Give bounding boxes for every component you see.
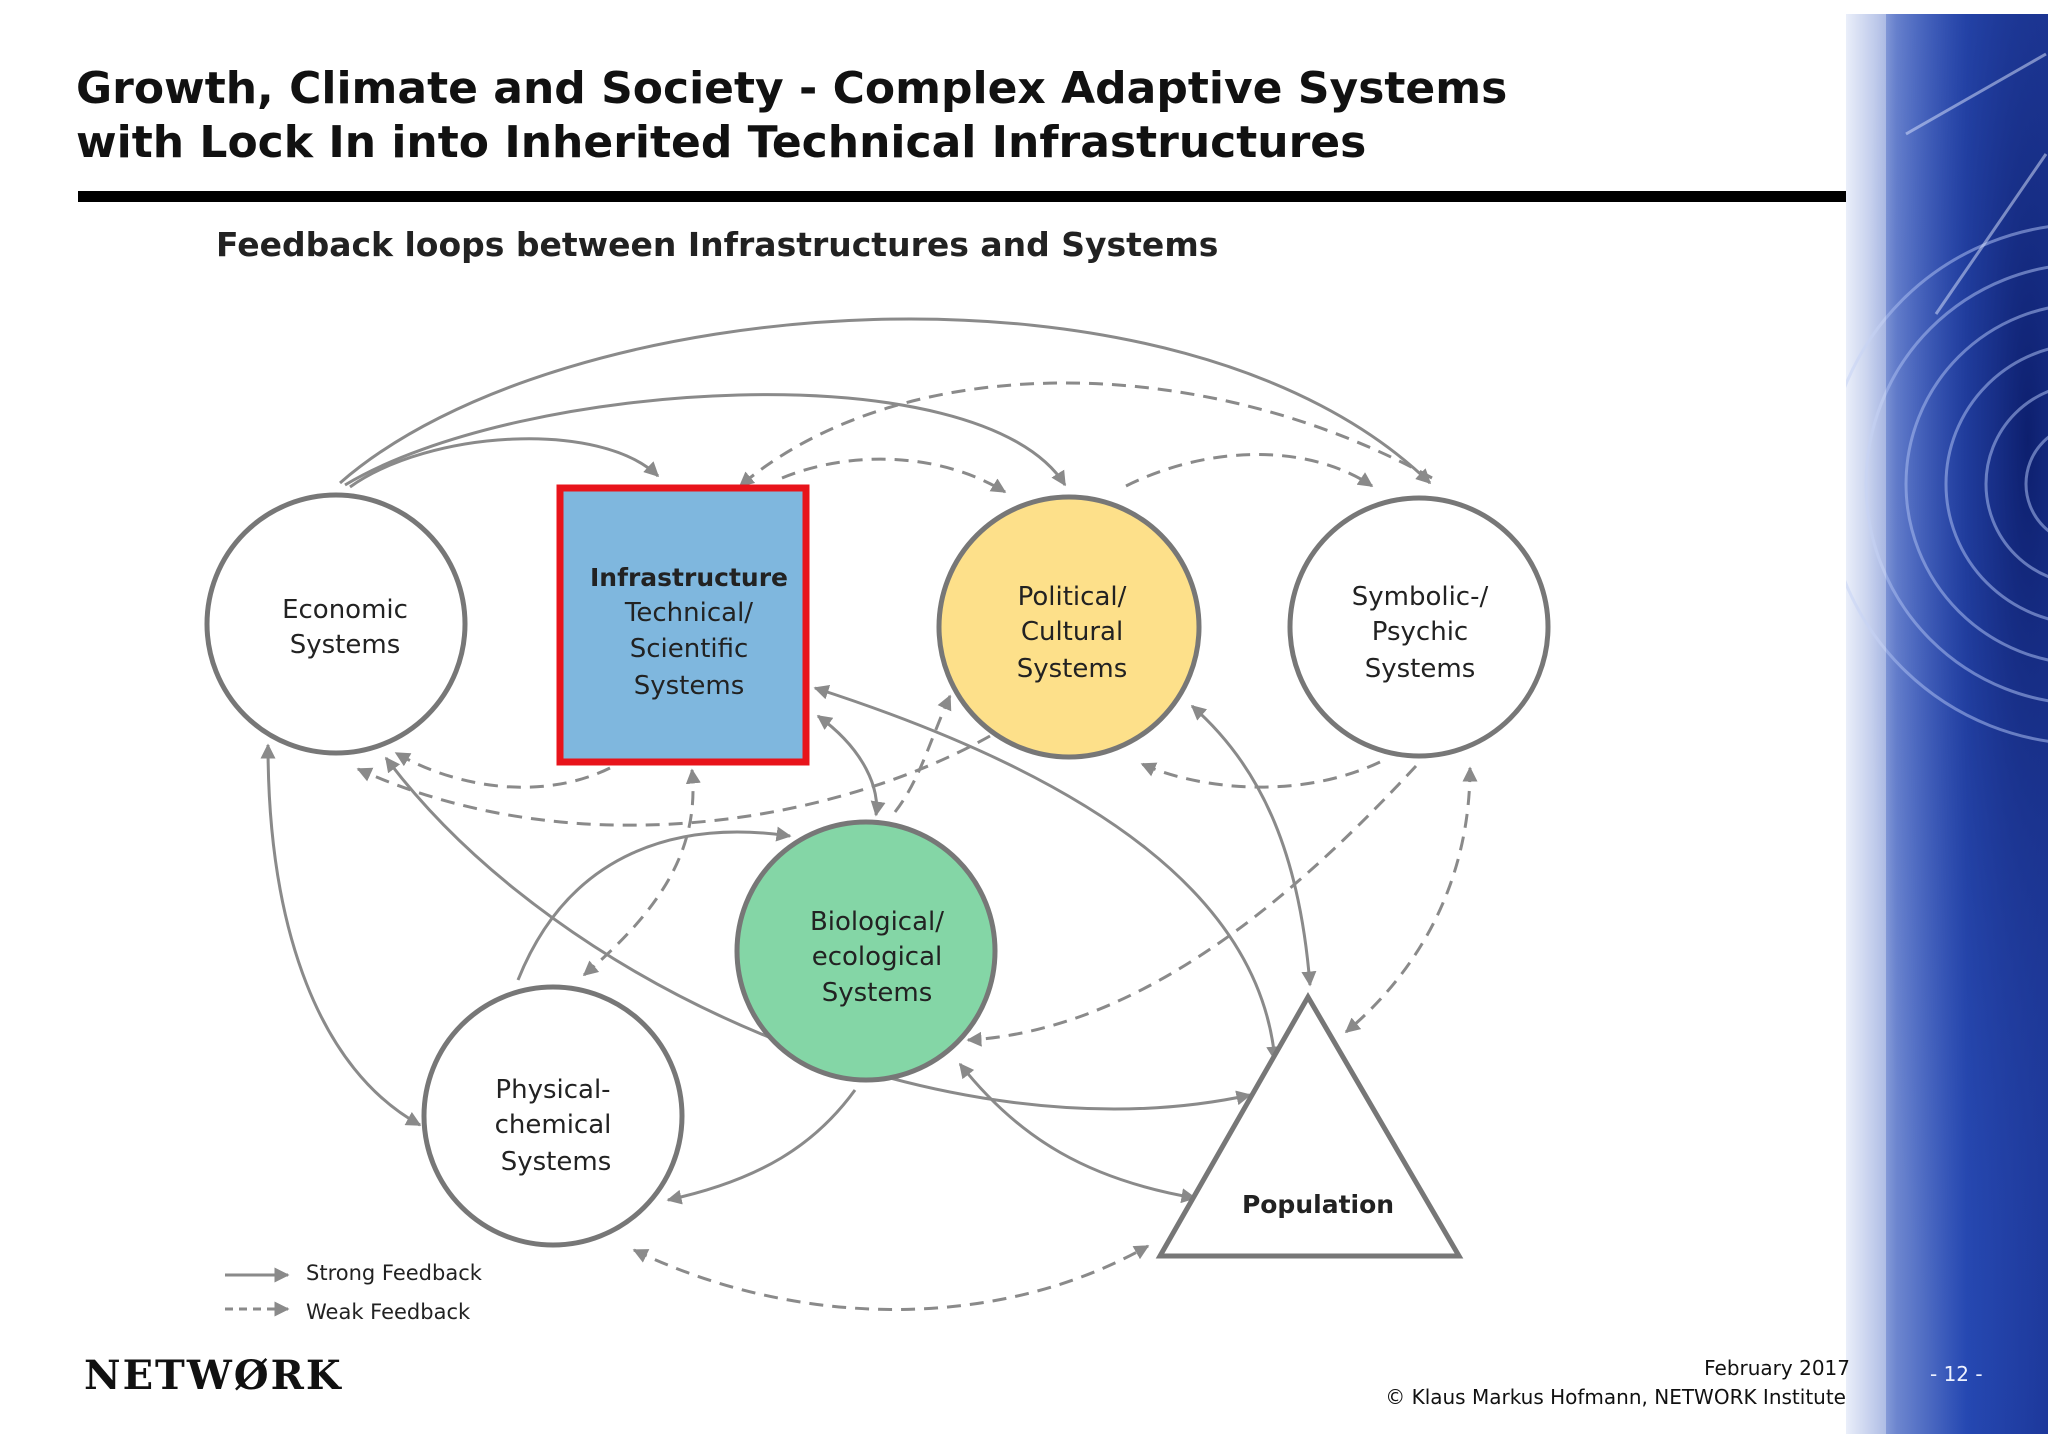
node-symbolic-line2: Psychic [1372, 617, 1468, 647]
node-symbolic-line3: Systems [1365, 654, 1476, 684]
node-political-line2: Cultural [1021, 617, 1123, 647]
legend-strong-label: Strong Feedback [306, 1261, 483, 1285]
node-population-label: Population [1242, 1190, 1394, 1219]
weak-arrow-infrastructure-to-political [781, 457, 1007, 494]
node-infrastructure-line4: Systems [634, 671, 745, 701]
node-infrastructure-line1: Infrastructure [590, 563, 788, 592]
footer-date: February 2017 [1704, 1356, 1850, 1380]
weak-arrow-symbolic-population [1344, 766, 1478, 1034]
weak-arrow-physical-to-infrastructure [582, 768, 701, 977]
weak-arrow-symbolic-to-biological [966, 764, 1418, 1047]
legend: Strong Feedback Weak Feedback [225, 1261, 483, 1324]
strong-arrow-political-population [1190, 704, 1317, 987]
node-physical-line1: Physical- [495, 1075, 610, 1105]
node-biological-line2: ecological [812, 942, 943, 972]
weak-arrow-political-to-symbolic [1125, 453, 1374, 488]
page-number: - 12 - [1930, 1362, 1983, 1386]
node-biological: Biological/ ecological Systems [734, 819, 998, 1083]
decorative-side-image [1846, 14, 2048, 1434]
node-symbolic: Symbolic-/ Psychic Systems [1287, 495, 1551, 759]
weak-arrow-symbolic-to-political [1140, 760, 1381, 789]
node-political: Political/ Cultural Systems [936, 494, 1202, 760]
infrastructure-box [556, 484, 810, 766]
footer-copyright: © Klaus Markus Hofmann, NETWORK Institut… [1385, 1385, 1846, 1409]
network-logo: NETWØRK [84, 1352, 343, 1399]
node-infrastructure-line2: Technical/ [624, 598, 753, 628]
node-political-line3: Systems [1017, 654, 1128, 684]
node-physical-line2: chemical [495, 1110, 612, 1140]
node-physical-line3: Systems [501, 1147, 612, 1177]
strong-arrow-infrastructure-biological [816, 714, 886, 817]
weak-arrow-biological-to-political [893, 694, 952, 813]
node-infrastructure-line3: Scientific [630, 634, 749, 664]
node-infrastructure: Infrastructure Technical/ Scientific Sys… [556, 484, 810, 766]
title-line-1: Growth, Climate and Society - Complex Ad… [76, 63, 1508, 114]
node-population: Population [1155, 991, 1464, 1259]
strong-arrow-biological-population [958, 1062, 1197, 1204]
strong-arrow-infrastructure-population [813, 685, 1282, 1062]
node-biological-line3: Systems [822, 978, 933, 1008]
node-biological-line1: Biological/ [810, 907, 944, 937]
strong-arrow-economic-to-symbolic [339, 317, 1432, 485]
strong-arrow-economic-to-political [344, 393, 1067, 487]
node-political-line1: Political/ [1018, 582, 1127, 612]
node-symbolic-line1: Symbolic-/ [1352, 582, 1489, 612]
slide-title: Growth, Climate and Society - Complex Ad… [76, 62, 1836, 170]
weak-arrow-physical-population [632, 1244, 1150, 1311]
title-rule [78, 191, 1958, 202]
node-physical: Physical- chemical Systems [421, 984, 685, 1248]
strong-arrow-biological-to-physical [666, 1089, 857, 1205]
strong-arrow-economic-to-infrastructure [349, 437, 660, 489]
legend-weak-label: Weak Feedback [306, 1300, 471, 1324]
node-economic: Economic Systems [204, 492, 468, 756]
title-line-2: with Lock In into Inherited Technical In… [76, 117, 1367, 168]
node-economic-line1: Economic [282, 595, 408, 625]
strong-arrow-economic-physical [260, 743, 422, 1127]
diagram-subtitle: Feedback loops between Infrastructures a… [216, 225, 1218, 264]
node-economic-line2: Systems [290, 630, 401, 660]
